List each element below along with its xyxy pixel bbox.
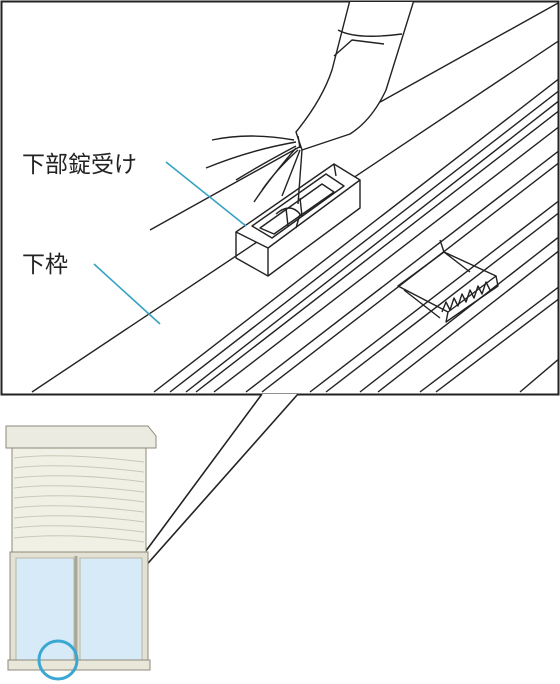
highlight-circle: [37, 639, 79, 681]
label-bottom-frame: 下枠: [22, 252, 68, 278]
leader-line-lock-receiver: [165, 161, 247, 227]
detail-panel: 下部錠受け 下枠: [0, 0, 560, 396]
detail-panel-border: [0, 0, 560, 396]
leader-line-bottom-frame: [93, 263, 161, 325]
brush-bristles: [205, 135, 303, 205]
spring: [441, 281, 491, 313]
glass-pane-right: [79, 557, 143, 661]
window-sill: [7, 659, 151, 671]
window-illustration: [5, 425, 157, 671]
cleaning-brush-illustration: [205, 2, 415, 205]
shutter-box: [5, 425, 157, 449]
shutter-slats: [13, 455, 145, 543]
bottom-frame-rails: [31, 2, 558, 393]
track-slider-mechanism: [397, 239, 499, 323]
lock-receiver-block: [235, 163, 361, 277]
label-lower-lock-receiver: 下部錠受け: [22, 152, 137, 178]
